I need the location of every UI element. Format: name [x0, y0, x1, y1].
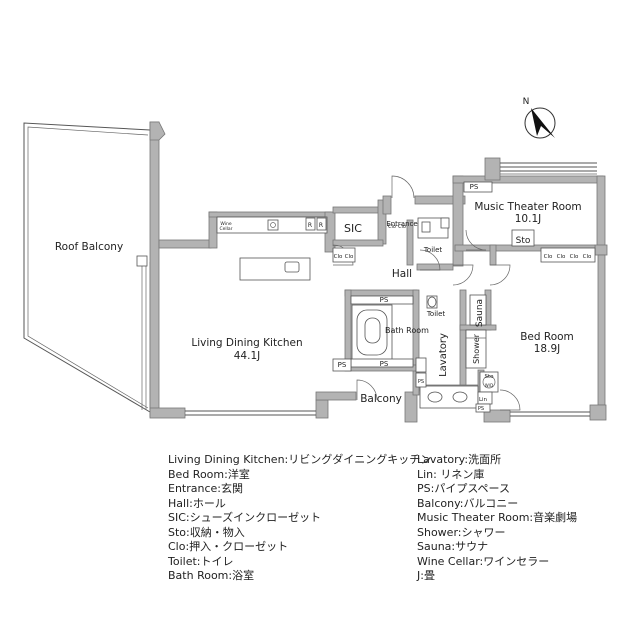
legend-item: Sto:収納・物入: [168, 525, 245, 539]
label-roof-balcony: Roof Balcony: [55, 241, 123, 253]
label-music-size: 10.1J: [515, 213, 541, 225]
label-clo-sic-2: Clo: [345, 254, 354, 260]
label-ps-bath: PS: [380, 360, 389, 368]
label-lavatory: Lavatory: [438, 333, 449, 377]
label-sto-music: Sto: [516, 236, 531, 246]
legend-item: SIC:シューズインクローゼット: [168, 511, 322, 524]
legend-item: Shower:シャワー: [417, 525, 506, 539]
legend-item: Lavatory:洗面所: [417, 453, 502, 466]
label-wine-cellar-2: Cellar: [219, 226, 232, 232]
label-clo-bed-4: Clo: [583, 254, 592, 260]
room-labels: Roof Balcony Living Dining Kitchen 44.1J…: [55, 183, 592, 412]
legend-item: Clo:押入・クローゼット: [168, 540, 289, 553]
label-clo-ent-2: Clo: [398, 224, 406, 230]
kitchen-fixtures: [216, 216, 328, 281]
label-toilet-lower: Toilet: [426, 310, 446, 318]
legend-item: Wine Cellar:ワインセラー: [417, 554, 550, 568]
legend-item: Balcony:バルコニー: [417, 496, 519, 510]
compass-label: N: [523, 97, 530, 107]
legend-item: J:畳: [417, 569, 435, 582]
label-ps-ldk: PS: [338, 361, 347, 369]
label-ps-lav: PS: [418, 379, 424, 385]
label-hall: Hall: [392, 268, 412, 280]
label-bed-room: Bed Room: [520, 331, 574, 343]
lavatory-fixtures: [419, 294, 499, 409]
legend-item: Living Dining Kitchen:リビングダイニングキッチン: [168, 453, 432, 466]
exterior-walls: [149, 121, 608, 423]
legend-item: Bath Room:浴室: [168, 569, 255, 582]
windows: [185, 162, 597, 417]
label-fridge-2: R: [319, 222, 323, 229]
label-sauna: Sauna: [475, 299, 485, 327]
label-shower: Shower: [472, 333, 481, 364]
legend-left: Living Dining Kitchen:リビングダイニングキッチン Bed …: [168, 453, 468, 584]
legend-item: Sauna:サウナ: [417, 540, 489, 553]
label-ldk-size: 44.1J: [234, 350, 260, 362]
legend-right: Lavatory:洗面所 Lin: リネン庫 PS:パイプスペース Balcon…: [417, 453, 592, 584]
label-wd: W/D: [485, 383, 493, 388]
bath-fixtures: [351, 304, 393, 361]
label-ps-hall: PS: [380, 296, 389, 304]
label-sto-lav: Sto: [484, 374, 494, 380]
closets: [332, 181, 596, 413]
label-bath-room: Bath Room: [385, 326, 429, 335]
legend-item: Entrance:玄関: [168, 482, 243, 495]
label-clo-bed-1: Clo: [544, 254, 553, 260]
legend-item: Hall:ホール: [168, 496, 226, 510]
label-music-room: Music Theater Room: [474, 201, 581, 213]
label-ldk: Living Dining Kitchen: [191, 337, 302, 349]
legend: Living Dining Kitchen:リビングダイニングキッチン Bed …: [168, 453, 588, 583]
north-arrow-icon: [531, 108, 555, 138]
legend-item: Bed Room:洋室: [168, 467, 250, 481]
label-balcony: Balcony: [360, 393, 402, 405]
label-entrance: Entrance: [386, 220, 417, 228]
label-clo-bed-3: Clo: [570, 254, 579, 260]
label-ps-music: PS: [470, 183, 479, 191]
label-bed-size: 18.9J: [534, 343, 560, 355]
label-fridge-1: R: [308, 222, 312, 229]
north-compass: N: [523, 97, 556, 139]
label-lin: Lin: [479, 397, 488, 403]
legend-item: Lin: リネン庫: [417, 467, 485, 481]
legend-item: PS:パイプスペース: [417, 482, 511, 495]
toilet-fixtures: [417, 217, 450, 309]
label-toilet-upper: Toilet: [423, 246, 443, 254]
label-clo-bed-2: Clo: [557, 254, 566, 260]
legend-item: Toilet:トイレ: [168, 554, 234, 568]
label-ps-south: PS: [478, 406, 484, 412]
label-clo-sic-1: Clo: [334, 254, 343, 260]
legend-item: Music Theater Room:音楽劇場: [417, 511, 578, 524]
label-wine-cellar-1: Wine: [220, 221, 231, 227]
roof-balcony-outline: [23, 122, 151, 413]
label-sic: SIC: [344, 222, 362, 235]
label-clo-ent-1: Clo: [388, 224, 396, 230]
